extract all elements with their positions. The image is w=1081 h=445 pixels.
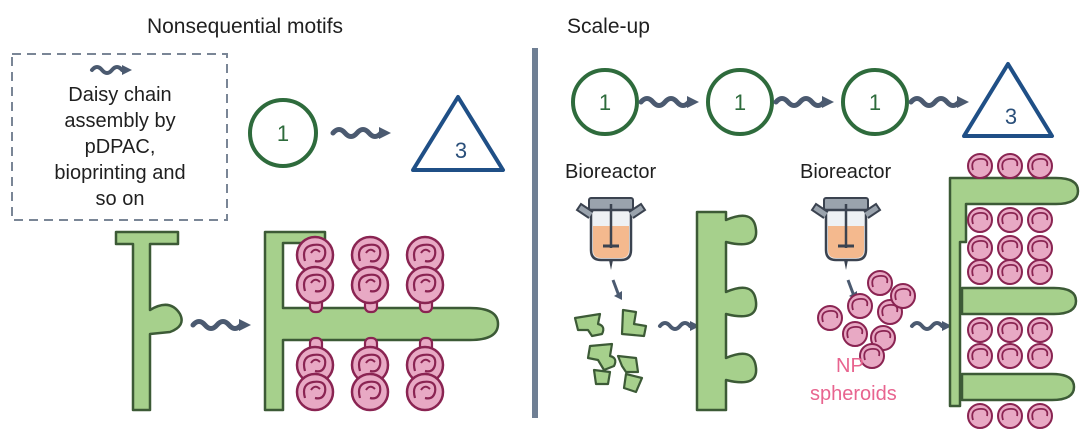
chain-circle-3-number: 1 bbox=[869, 90, 881, 115]
panel-divider bbox=[532, 48, 538, 418]
legend-line-1: Daisy chain bbox=[68, 84, 171, 106]
chain-squiggle-2-icon bbox=[776, 96, 834, 108]
bioreactor-label-1: Bioreactor bbox=[565, 161, 656, 183]
bioreactor-label-2: Bioreactor bbox=[800, 161, 891, 183]
bioreactor-1-arrowhead-icon bbox=[614, 291, 622, 300]
legend-line-5: so on bbox=[96, 188, 145, 210]
bioreactor-2-icon bbox=[810, 196, 882, 272]
np-label-line-2: spheroids bbox=[810, 383, 897, 405]
np-label-line-1: NP bbox=[836, 355, 864, 377]
green-fragments bbox=[573, 308, 648, 394]
chain-circle-2 bbox=[706, 68, 774, 136]
bioreactor-2-down-arrow-icon bbox=[846, 279, 856, 297]
chain-squiggle-3-icon bbox=[911, 96, 969, 108]
spheroids-squiggle-arrow-icon bbox=[910, 319, 954, 333]
bioreactor-1-icon bbox=[575, 196, 647, 272]
legend-line-4: bioprinting and bbox=[54, 162, 185, 184]
np-spheroids bbox=[817, 270, 916, 369]
left-t-construct bbox=[114, 230, 183, 412]
comb-construct bbox=[695, 210, 758, 412]
chain-circle-2-number: 1 bbox=[734, 90, 746, 115]
left-circle-1-number: 1 bbox=[277, 121, 289, 146]
chain-circle-3 bbox=[841, 68, 909, 136]
bioreactor-1-down-arrow-icon bbox=[611, 279, 621, 297]
left-triangle-3 bbox=[411, 95, 505, 172]
legend-dashed-box bbox=[11, 53, 228, 221]
left-assembled-construct bbox=[263, 230, 500, 412]
chain-circle-1-number: 1 bbox=[599, 90, 611, 115]
chain-circle-1 bbox=[571, 68, 639, 136]
final-construct bbox=[948, 153, 1080, 429]
fragments-squiggle-arrow-icon bbox=[658, 319, 702, 333]
chain-squiggle-1-icon bbox=[641, 96, 699, 108]
left-triangle-3-number: 3 bbox=[455, 138, 467, 163]
chain-triangle-3-number: 3 bbox=[1005, 104, 1017, 129]
left-panel-title: Nonsequential motifs bbox=[147, 15, 343, 38]
legend-squiggle-arrow-icon bbox=[90, 63, 134, 77]
left-circle-1 bbox=[248, 98, 318, 168]
right-panel-title: Scale-up bbox=[567, 15, 650, 38]
legend-line-3: pDPAC, bbox=[85, 136, 156, 158]
left-bottom-squiggle-arrow-icon bbox=[193, 319, 251, 331]
chain-triangle-3 bbox=[962, 62, 1054, 138]
legend-line-2: assembly by bbox=[64, 110, 175, 132]
left-squiggle-arrow-icon bbox=[333, 127, 391, 139]
